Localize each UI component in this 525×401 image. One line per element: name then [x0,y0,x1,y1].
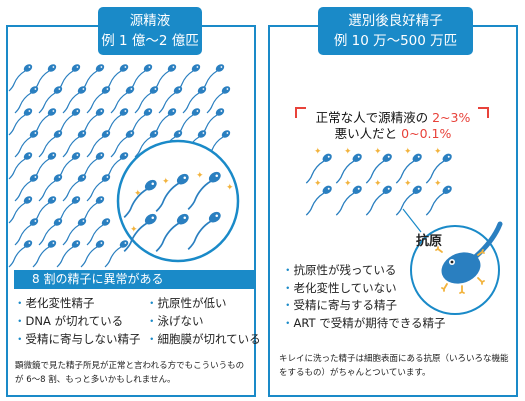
sperm-icon [80,238,107,268]
list-item: 細胞膜が切れている [146,330,261,348]
sparkle-icon: ✦ [314,147,322,157]
list-item: DNA が切れている [14,312,141,330]
sparkle-icon: ✦ [226,183,234,193]
callout-line-2: 悪い人だと 0~0.1% [334,126,452,141]
sparkle-icon: ✦ [314,179,322,189]
abnormal-banner: 8 割の精子に異常がある [14,270,254,289]
list-item: 抗原性が残っている [282,262,445,280]
antigen-cell-illustration [435,221,503,294]
sparkle-icon: ✦ [344,147,352,157]
sperm-icon [56,238,83,268]
normal-percentage: 2~3% [432,110,471,125]
sperm-icon [8,194,35,224]
left-count: 例 1 億～2 億匹 [101,33,199,49]
sparkle-icon: ✦ [404,147,412,157]
left-header: 源精液 例 1 億～2 億匹 [98,7,202,55]
poor-percentage: 0~0.1% [401,126,452,141]
left-title: 源精液 [129,13,171,29]
sperm-icon [8,150,35,180]
magnifier-circle [116,139,240,263]
sperm-icon [104,238,131,268]
callout-line-1: 正常な人で源精液の 2~3% [315,110,471,125]
sparkle-icon: ✦ [404,179,412,189]
sparkle-icon: ✦ [374,147,382,157]
sparkle-icon: ✦ [374,179,382,189]
sparkle-icon: ✦ [434,147,442,157]
sparkle-icon: ✦ [130,225,138,235]
list-item: 泳げない [146,312,261,330]
sparkle-icon: ✦ [162,177,170,187]
right-note: キレイに洗った精子は細胞表面にある抗原（いろいろな機能をするもの）がちゃんとつい… [279,354,509,378]
sparkle-icon: ✦ [344,179,352,189]
list-item: ART で受精が期待できる精子 [282,315,446,333]
issues-list-1: 老化変性精子 DNA が切れている 受精に寄与しない精子 [14,294,141,348]
sperm-icon [8,62,35,92]
right-title: 選別後良好精子 [348,13,443,29]
right-count: 例 10 万～500 万匹 [333,33,458,49]
sperm-icon [32,238,59,268]
list-item: 抗原性が低い [146,294,261,312]
callout: 正常な人で源精液の 2~3% 悪い人だと 0~0.1% [268,110,518,142]
qualities-list: 抗原性が残っている 老化変性していない 受精に寄与する精子 ART で受精が期待… [282,262,446,333]
sparkle-icon: ✦ [196,171,204,181]
list-item: 受精に寄与する精子 [282,297,445,315]
issues-list-2: 抗原性が低い 泳げない 細胞膜が切れている [146,294,261,348]
sparkle-icon: ✦ [434,179,442,189]
list-item: 老化変性精子 [14,294,141,312]
left-note: 顕微鏡で見た精子所見が正常と言われる方でもこういうものが 6～8 割、もっと多い… [15,361,245,385]
sparkle-icon: ✦ [134,189,142,199]
antigen-label: 抗原 [416,234,443,249]
right-header: 選別後良好精子 例 10 万～500 万匹 [318,7,473,55]
list-item: 老化変性していない [282,280,445,298]
sperm-icon [8,106,35,136]
list-item: 受精に寄与しない精子 [14,330,141,348]
sperm-icon [8,238,35,268]
